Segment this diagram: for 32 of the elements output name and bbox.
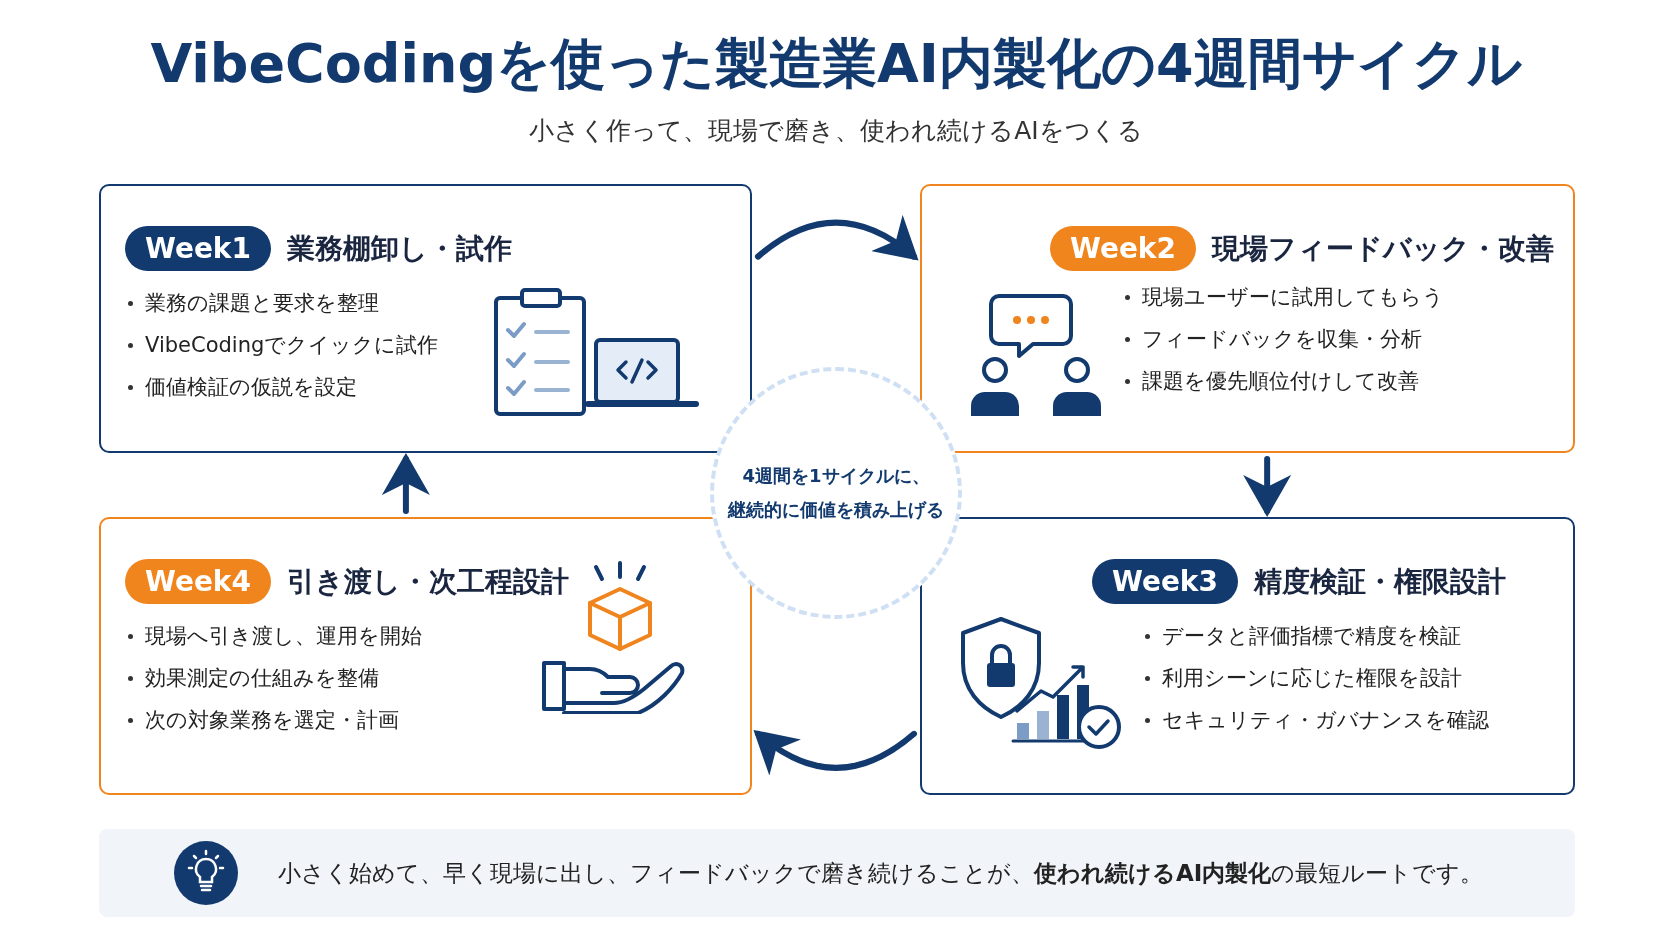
summary-text: 小さく始めて、早く現場に出し、フィードバックで磨き続けることが、使われ続けるAI内製化の最短ルートです。: [278, 858, 1484, 888]
bullet-item: 課題を優先順位付けして改善: [1122, 360, 1444, 402]
week-badge: Week3: [1092, 559, 1238, 604]
bullet-item: フィードバックを収集・分析: [1122, 318, 1444, 360]
step-card: [99, 184, 752, 453]
title: VibeCodingを使った製造業AI内製化の4週間サイクル: [149, 31, 1523, 97]
week-badge: Week1: [125, 226, 271, 271]
bullet-item: VibeCodingでクイックに試作: [125, 324, 439, 366]
cycle-arrow: [753, 730, 917, 776]
bullet-item: 価値検証の仮説を設定: [125, 366, 439, 408]
summary-banner: [99, 829, 1575, 917]
cycle-arrow: [381, 453, 430, 514]
step-heading: 引き渡し・次工程設計: [287, 563, 569, 600]
step-heading: 精度検証・権限設計: [1254, 563, 1506, 600]
bullet-item: セキュリティ・ガバナンスを確認: [1142, 699, 1489, 741]
bullet-item: 効果測定の仕組みを整備: [125, 657, 422, 699]
cycle-text: 4週間を1サイクルに、継続的に価値を積み上げる: [728, 464, 944, 522]
subtitle: 小さく作って、現場で磨き、使われ続けるAIをつくる: [529, 116, 1143, 145]
bullet-item: 現場へ引き渡し、運用を開始: [125, 615, 422, 657]
week-badge: Week2: [1050, 226, 1196, 271]
step-heading: 業務棚卸し・試作: [287, 230, 512, 267]
bullet-item: 利用シーンに応じた権限を設計: [1142, 657, 1489, 699]
week-badge: Week4: [125, 559, 271, 604]
step-card: [99, 517, 752, 795]
bullet-item: 現場ユーザーに試用してもらう: [1122, 276, 1444, 318]
bullet-item: データと評価指標で精度を検証: [1142, 615, 1489, 657]
step-card: [920, 184, 1575, 453]
bullet-item: 次の対象業務を選定・計画: [125, 699, 422, 741]
cycle-arrow: [1243, 456, 1292, 517]
step-heading: 現場フィードバック・改善: [1212, 230, 1554, 267]
bullet-item: 業務の課題と要求を整理: [125, 282, 439, 324]
cycle-arrow: [755, 215, 919, 261]
